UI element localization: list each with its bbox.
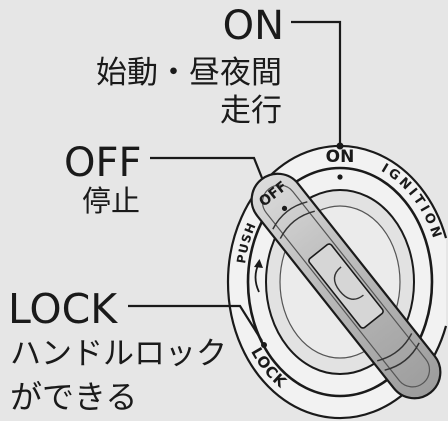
key-ridge-left <box>272 201 315 239</box>
on-position-description-line2: 走行 <box>220 93 282 129</box>
lock-position-description-line1: ハンドルロック <box>10 336 227 372</box>
face-mark-off-dot <box>281 205 288 212</box>
on-position-description-line1: 始動・昼夜間 <box>96 55 282 91</box>
key-slot-curve <box>333 266 364 300</box>
switch-outer-rim <box>226 144 448 420</box>
on-leader-line <box>291 20 342 146</box>
lock-position-title: LOCK <box>8 285 118 333</box>
lock-position-description-line2: ができる <box>10 378 137 416</box>
ignition-key-icon: OFF <box>250 172 442 400</box>
on-leader-dot <box>336 142 344 150</box>
lock-leader-line <box>128 304 263 342</box>
face-mark-on-dot <box>337 174 343 180</box>
curved-arrow-icon <box>254 259 263 293</box>
off-position-description: 停止 <box>82 184 140 218</box>
key-inner-outline <box>261 184 431 388</box>
key-ridge-right <box>377 333 420 371</box>
on-position-title: ON <box>223 3 284 49</box>
face-mark-on: ON <box>326 147 355 167</box>
key-slot <box>308 243 384 329</box>
off-leader-line <box>150 156 264 179</box>
lock-leader-dot <box>261 342 267 348</box>
off-position-title: OFF <box>64 140 142 186</box>
